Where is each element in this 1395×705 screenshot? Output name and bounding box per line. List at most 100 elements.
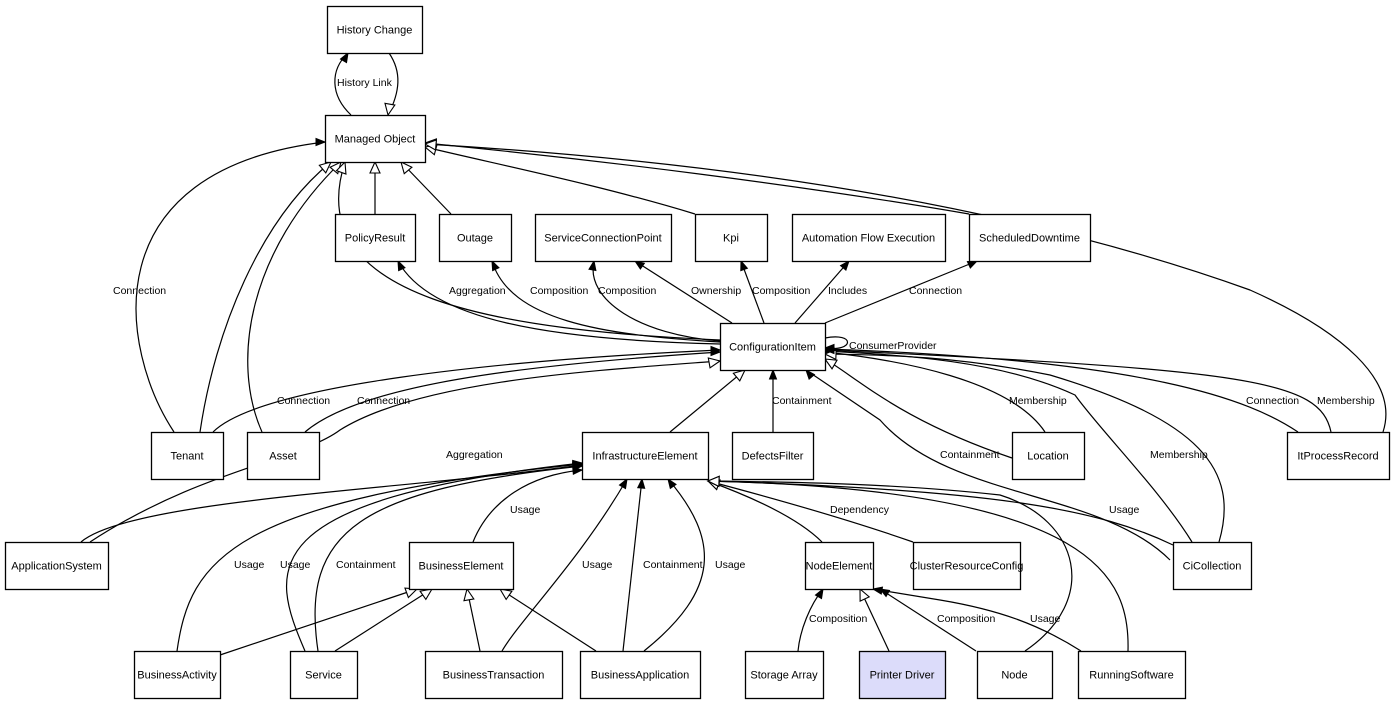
edge-tenant-to-configuration-item [212,345,722,433]
edge-line [824,353,1225,543]
node-box[interactable] [408,541,515,591]
node-kpi[interactable]: Kpi [694,213,769,263]
node-box[interactable] [968,213,1092,263]
node-box[interactable] [1011,431,1086,481]
edge-line [247,161,342,433]
node-history-change[interactable]: History Change [326,5,424,55]
node-box[interactable] [133,650,222,700]
node-defects-filter[interactable]: DefectsFilter [731,431,815,481]
node-node-element[interactable]: NodeElement [804,541,875,591]
node-box[interactable] [150,431,225,481]
node-box[interactable] [1172,541,1253,591]
edge-line [634,260,733,324]
node-box[interactable] [804,541,875,591]
node-application-system[interactable]: ApplicationSystem [4,541,110,591]
filled-arrowhead-icon [339,51,349,64]
node-storage-array[interactable]: Storage Array [744,650,825,700]
node-box[interactable] [1286,431,1391,481]
node-business-element[interactable]: BusinessElement [408,541,515,591]
node-box[interactable] [579,650,702,700]
edge-configuration-item-to-managed-object [335,160,721,341]
node-cluster-resource-config[interactable]: ClusterResourceConfig [910,541,1024,591]
node-box[interactable] [424,650,564,700]
edge-line [824,351,1046,433]
edge-business-transaction-to-business-element [463,587,481,652]
node-running-software[interactable]: RunningSoftware [1077,650,1187,700]
node-service[interactable]: Service [289,650,359,700]
edge-it-process-record-to-configuration-item [823,345,1332,433]
node-node[interactable]: Node [976,650,1054,700]
node-business-application[interactable]: BusinessApplication [579,650,702,700]
edge-line [199,161,332,433]
edge-line [89,360,721,543]
node-label: PolicyResult [345,233,406,245]
hollow-arrowhead-icon [823,358,838,370]
node-box[interactable] [976,650,1054,700]
node-asset[interactable]: Asset [246,431,321,481]
node-box[interactable] [289,650,359,700]
node-label: CiCollection [1183,561,1242,573]
filled-arrowhead-icon [667,477,677,490]
edge-line [501,478,628,652]
node-label: Location [1027,451,1069,463]
edge-line [286,462,583,652]
edge-label: Includes [828,285,867,297]
edge-infrastructure-element-to-configuration-item [669,369,747,433]
filled-arrowhead-icon [839,259,850,271]
node-outage[interactable]: Outage [438,213,513,263]
node-box[interactable] [791,213,947,263]
filled-arrowhead-icon [740,259,749,272]
node-box[interactable] [534,213,673,263]
node-infrastructure-element[interactable]: InfrastructureElement [581,431,710,481]
node-configuration-item[interactable]: ConfigurationItem [719,322,827,372]
edge-service-to-business-element [334,588,434,652]
node-box[interactable] [1077,650,1187,700]
filled-arrowhead-icon [315,137,327,147]
node-box[interactable] [334,213,417,263]
edge-label: Aggregation [446,449,503,461]
node-tenant[interactable]: Tenant [150,431,225,481]
node-box[interactable] [858,650,947,700]
node-scheduled-downtime[interactable]: ScheduledDowntime [968,213,1092,263]
edge-line [80,464,583,543]
node-it-process-record[interactable]: ItProcessRecord [1286,431,1391,481]
node-location[interactable]: Location [1011,431,1086,481]
node-managed-object[interactable]: Managed Object [324,114,427,164]
node-policy-result[interactable]: PolicyResult [334,213,417,263]
edge-line [669,369,746,433]
edge-line [824,260,978,324]
node-printer-driver[interactable]: Printer Driver [858,650,947,700]
node-box[interactable] [246,431,321,481]
node-box[interactable] [744,650,825,700]
node-box[interactable] [438,213,513,263]
node-label: RunningSoftware [1089,670,1173,682]
node-business-activity[interactable]: BusinessActivity [133,650,222,700]
edge-tenant-to-managed-object [135,137,327,433]
node-box[interactable] [719,322,827,372]
hollow-arrowhead-icon [706,475,720,488]
node-box[interactable] [326,5,424,55]
node-box[interactable] [4,541,110,591]
node-box[interactable] [731,431,815,481]
node-service-connection-point[interactable]: ServiceConnectionPoint [534,213,673,263]
edge-label: Containment [940,449,1000,461]
edge-line [707,480,1073,652]
node-ci-collection[interactable]: CiCollection [1172,541,1253,591]
edge-outage-to-managed-object [400,160,452,215]
edge-label: Composition [598,285,657,297]
node-box[interactable] [581,431,710,481]
filled-arrowhead-icon [588,259,597,272]
node-box[interactable] [324,114,427,164]
edge-line [212,349,721,433]
edge-business-application-to-infrastructure-element [643,477,705,652]
edge-line [400,161,452,215]
node-automation-flow-execution[interactable]: Automation Flow Execution [791,213,947,263]
node-business-transaction[interactable]: BusinessTransaction [424,650,564,700]
edge-asset-to-configuration-item [304,347,722,433]
edge-label: Dependency [830,504,890,516]
node-box[interactable] [694,213,769,263]
hollow-arrowhead-icon [419,588,434,601]
node-box[interactable] [912,541,1022,591]
